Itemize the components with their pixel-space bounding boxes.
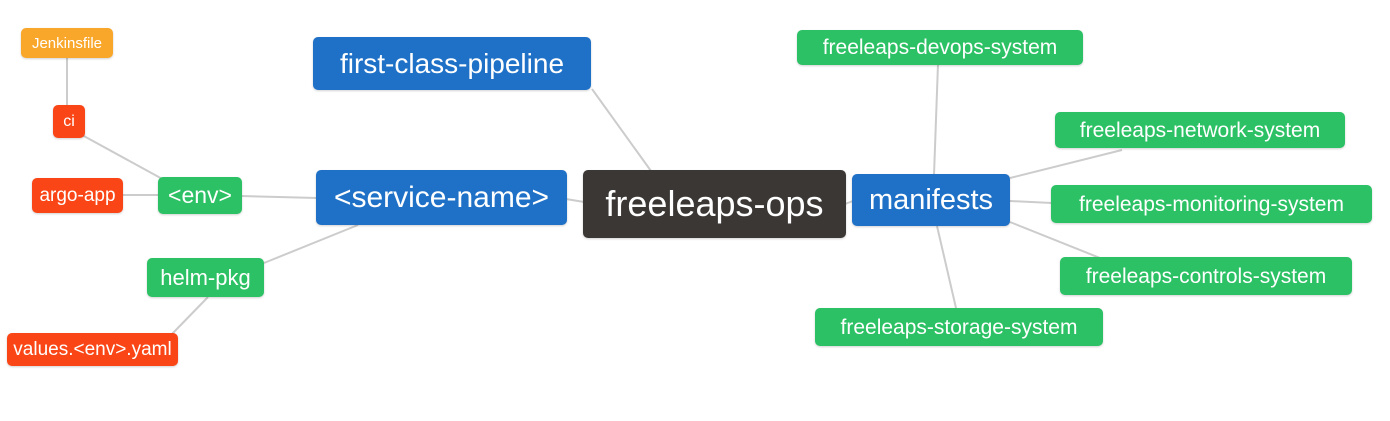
- edge-helm-pkg-to-service-name: [263, 224, 359, 264]
- node-freeleaps-storage-system[interactable]: freeleaps-storage-system: [815, 308, 1103, 346]
- node-freeleaps-monitoring-system[interactable]: freeleaps-monitoring-system: [1051, 185, 1372, 223]
- node-freeleaps-ops[interactable]: freeleaps-ops: [583, 170, 846, 238]
- node-argo-app[interactable]: argo-app: [32, 178, 123, 213]
- edge-service-name-to-freeleaps-ops: [565, 198, 585, 203]
- node-env[interactable]: <env>: [158, 177, 242, 214]
- node-freeleaps-devops-system[interactable]: freeleaps-devops-system: [797, 30, 1083, 65]
- node-ci[interactable]: ci: [53, 105, 85, 138]
- edge-ci-to-env: [81, 134, 167, 182]
- node-freeleaps-network-system[interactable]: freeleaps-network-system: [1055, 112, 1345, 148]
- node-jenkinsfile[interactable]: Jenkinsfile: [21, 28, 113, 58]
- node-first-class-pipeline[interactable]: first-class-pipeline: [313, 37, 591, 90]
- node-manifests[interactable]: manifests: [852, 174, 1010, 226]
- node-values-env-yaml[interactable]: values.<env>.yaml: [7, 333, 178, 366]
- edge-manifests-to-freeleaps-network-system: [1009, 149, 1123, 179]
- node-freeleaps-controls-system[interactable]: freeleaps-controls-system: [1060, 257, 1352, 295]
- edge-values-env-yaml-to-helm-pkg: [171, 296, 209, 335]
- edge-manifests-to-freeleaps-monitoring-system: [1009, 200, 1053, 204]
- node-service-name[interactable]: <service-name>: [316, 170, 567, 225]
- edge-manifests-to-freeleaps-storage-system: [936, 225, 957, 309]
- edge-first-class-pipeline-to-freeleaps-ops: [591, 88, 652, 172]
- edge-manifests-to-freeleaps-devops-system: [933, 63, 939, 176]
- node-helm-pkg[interactable]: helm-pkg: [147, 258, 264, 297]
- edge-freeleaps-ops-to-manifests: [844, 200, 854, 205]
- edge-env-to-service-name: [240, 195, 318, 199]
- edge-manifests-to-freeleaps-controls-system: [1009, 221, 1101, 259]
